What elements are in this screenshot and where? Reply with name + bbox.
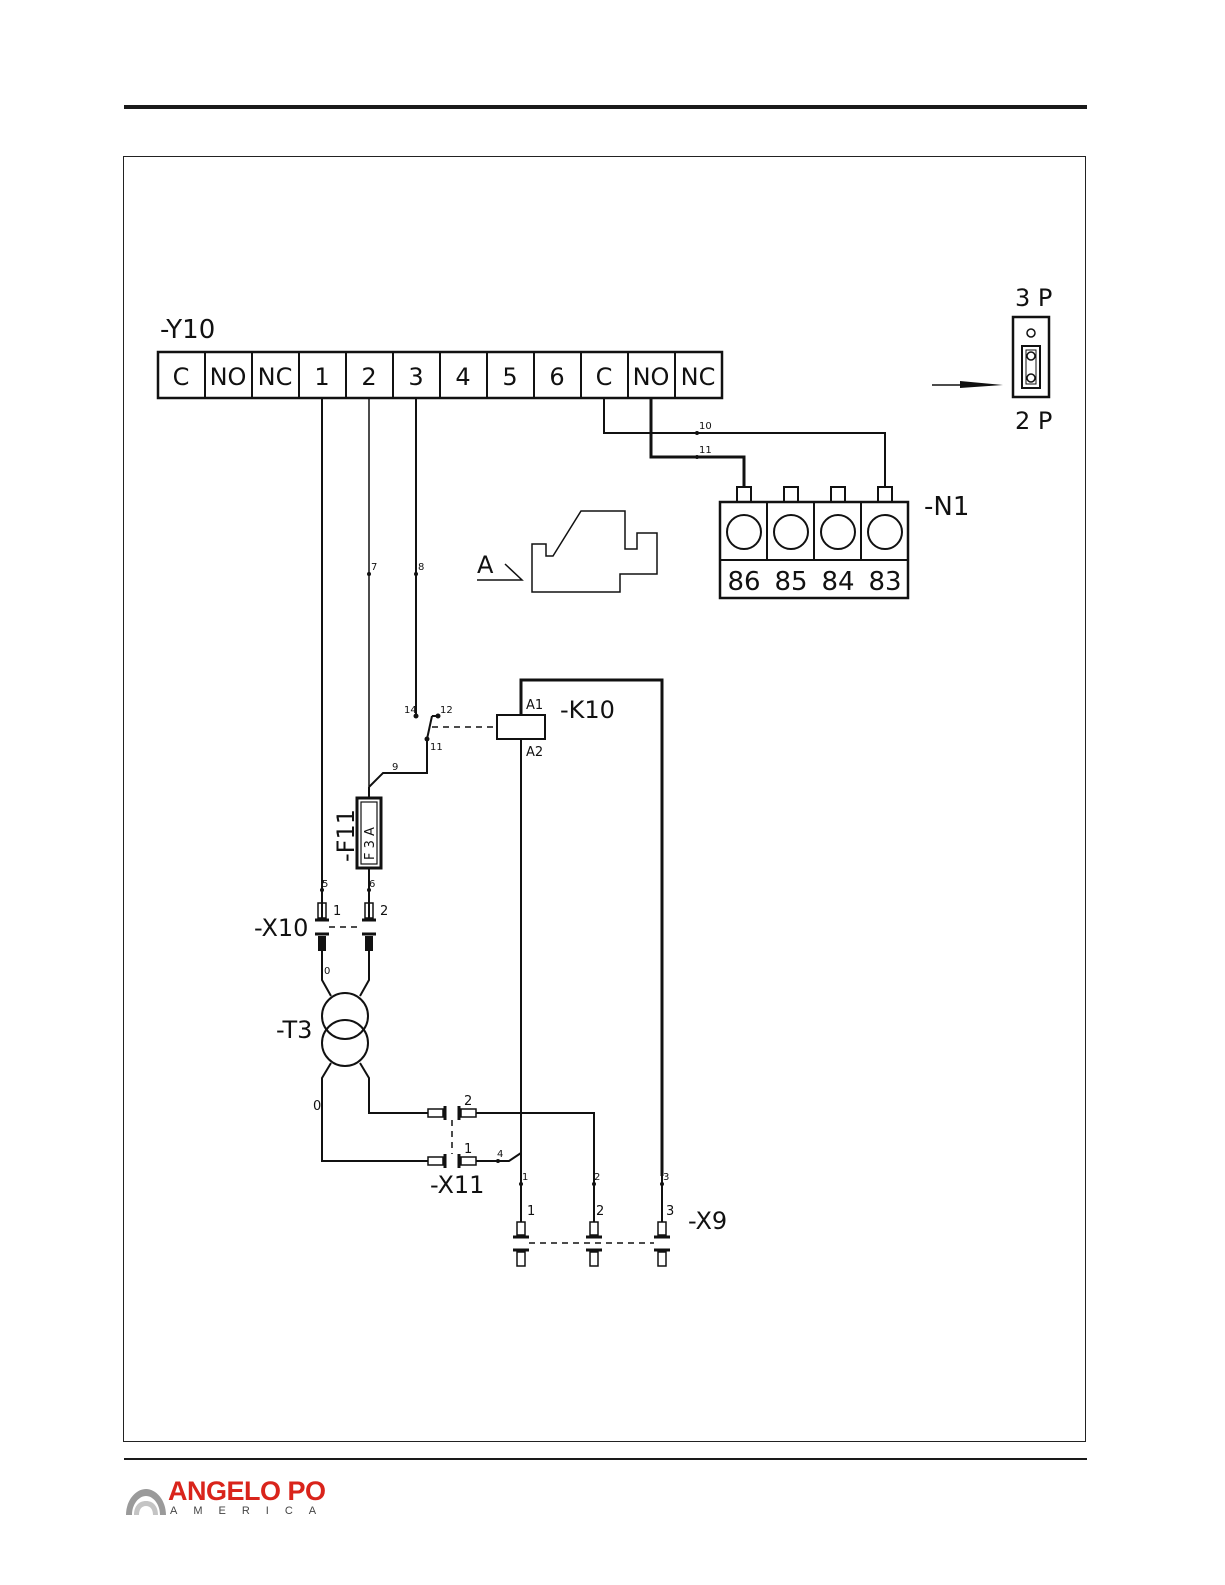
terminal-cell: NO xyxy=(210,363,247,391)
wire-number: 4 xyxy=(497,1149,503,1160)
jumper-top-label: 3 P xyxy=(1015,284,1052,312)
relay-a2: A2 xyxy=(526,745,543,760)
relay-contact-14: 14 xyxy=(404,705,417,716)
relay-a1: A1 xyxy=(526,698,543,713)
module-pin: 84 xyxy=(821,567,854,597)
connector-x11-label: -X11 xyxy=(430,1171,484,1199)
connector-x9-pin: 2 xyxy=(596,1204,604,1219)
connector-x10 xyxy=(315,903,376,951)
view-label: A xyxy=(477,551,494,579)
wire-number: 6 xyxy=(369,879,375,890)
terminal-block-label: -Y10 xyxy=(160,315,215,345)
view-a-outline xyxy=(477,511,657,592)
connector-x9-label: -X9 xyxy=(688,1207,727,1235)
fuse-label: -F11 xyxy=(332,809,360,862)
connector-x11-pin: 2 xyxy=(464,1094,472,1109)
wire-number: 3 xyxy=(663,1172,669,1183)
wire-number: 1 xyxy=(522,1172,528,1183)
terminal-cell: 6 xyxy=(549,363,564,391)
connector-x10-label: -X10 xyxy=(254,914,308,942)
terminal-cell: C xyxy=(596,363,613,391)
connector-x9 xyxy=(513,1222,670,1266)
footer-rule xyxy=(124,1458,1087,1460)
brand-subtitle: AMERICA xyxy=(170,1505,332,1517)
module-pin: 83 xyxy=(868,567,901,597)
terminal-cell: 4 xyxy=(455,363,470,391)
relay-coil xyxy=(497,715,545,739)
jumper-arrow xyxy=(932,381,1003,388)
transformer-tap: 0 xyxy=(324,966,330,977)
wire-number: 9 xyxy=(392,762,398,773)
jumper xyxy=(1013,317,1049,397)
terminal-cell: 1 xyxy=(314,363,329,391)
relay-contact-12: 12 xyxy=(440,705,453,716)
wire-number: 2 xyxy=(594,1172,600,1183)
module-pin: 86 xyxy=(727,567,760,597)
wire-11 xyxy=(651,398,744,487)
transformer-label: -T3 xyxy=(276,1016,312,1044)
wire-number: 10 xyxy=(699,421,712,432)
terminal-cell: 3 xyxy=(408,363,423,391)
connector-x11-pin: 1 xyxy=(464,1142,472,1157)
terminal-cell: 5 xyxy=(502,363,517,391)
connector-x9-pin: 1 xyxy=(527,1204,535,1219)
module-label: -N1 xyxy=(924,492,969,522)
connector-x9-pin: 3 xyxy=(666,1204,674,1219)
wire-number: 8 xyxy=(418,562,424,573)
module-pin: 85 xyxy=(774,567,807,597)
terminal-cell: NO xyxy=(633,363,670,391)
wire-number: 7 xyxy=(371,562,377,573)
terminal-cell: NC xyxy=(258,363,293,391)
terminal-cell: C xyxy=(173,363,190,391)
transformer-tap: 0 xyxy=(313,1099,321,1114)
terminal-cell: 2 xyxy=(361,363,376,391)
connector-x11 xyxy=(428,1106,476,1168)
jumper-bottom-label: 2 P xyxy=(1015,407,1052,435)
wire-number: 11 xyxy=(699,445,712,456)
relay-contact-11: 11 xyxy=(430,742,443,753)
fuse-rating: F 3 A xyxy=(363,827,378,860)
relay-label: -K10 xyxy=(560,696,615,724)
terminal-cell: NC xyxy=(681,363,716,391)
transformer xyxy=(322,951,428,1161)
brand-name: ANGELO PO xyxy=(168,1476,326,1507)
wire-number: 5 xyxy=(322,879,328,890)
connector-x10-pin: 1 xyxy=(333,904,341,919)
connector-x10-pin: 2 xyxy=(380,904,388,919)
